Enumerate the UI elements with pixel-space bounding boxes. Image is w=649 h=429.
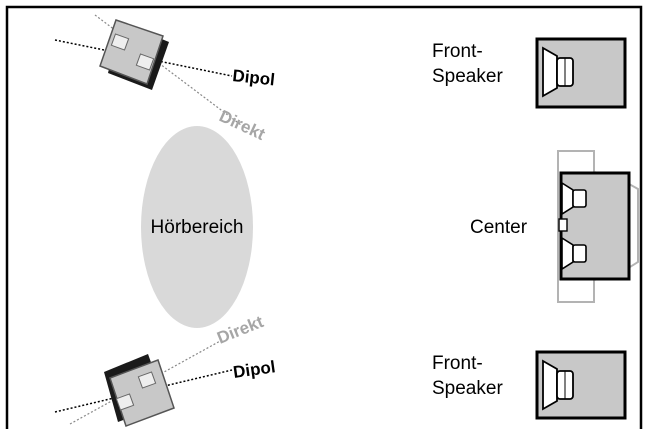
surround-speaker-top [54,14,246,129]
surround-speaker-bottom [54,339,233,427]
center-alt-outline [557,150,639,303]
room-frame [5,5,643,429]
driver-cone-icon [542,359,558,411]
driver-icon [110,33,130,51]
driver-icon [115,393,135,411]
direkt-label-top: Direkt [216,106,268,144]
driver-icon [135,53,155,71]
tweeter-icon [558,218,568,232]
driver-magnet-icon [572,244,587,263]
dipol-label-top: Dipol [232,66,276,89]
front-top-label-line1: Front- [432,41,483,62]
center-speaker [557,150,639,303]
front-speaker-bottom [535,350,627,420]
driver-icon [137,371,157,389]
center-label: Center [470,217,528,238]
dipol-label-bottom: Dipol [232,357,277,382]
direkt-label-bottom: Direkt [214,312,266,348]
front-bottom-label-line1: Front- [432,353,483,374]
front-bottom-label-line2: Speaker [432,378,503,399]
speaker-box [535,350,627,420]
front-top-label-line2: Speaker [432,66,503,87]
listening-area-label: Hörbereich [151,217,244,238]
driver-magnet-icon [572,189,587,208]
listening-area-ellipse [141,126,253,328]
front-speaker-top [535,37,627,109]
direkt-axis-top [94,14,246,129]
direkt-axis-bottom [69,339,223,425]
driver-cone-icon [542,46,558,98]
